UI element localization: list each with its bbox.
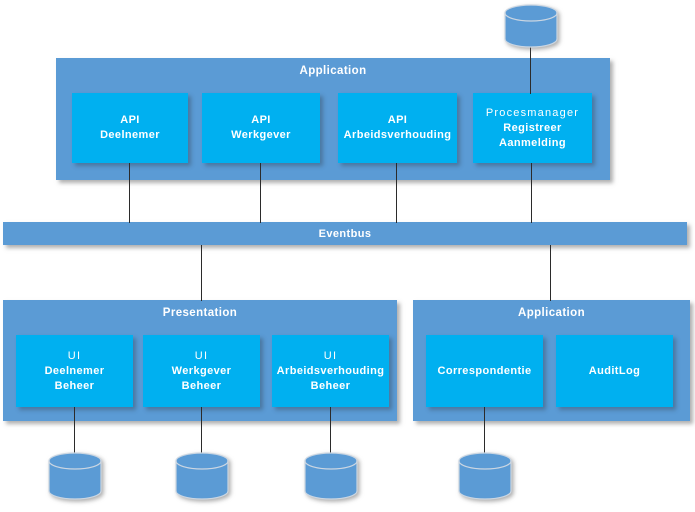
application-container-bottom: Application Correspondentie AuditLog (413, 300, 690, 421)
node-ui-deelnemer-beheer: UI Deelnemer Beheer (16, 335, 133, 407)
node-api-werkgever: API Werkgever (202, 93, 320, 163)
presentation-container: Presentation UI Deelnemer Beheer UI Werk… (3, 300, 397, 421)
database-cylinder-icon (304, 452, 358, 500)
database-cylinder-icon (458, 452, 512, 500)
node-line: Correspondentie (437, 364, 532, 377)
node-line: Beheer (310, 379, 351, 392)
node-line: Arbeidsverhouding (343, 129, 452, 141)
node-line: API (120, 114, 140, 126)
database-cylinder-werkgever (175, 452, 229, 505)
node-ui-arbeidsverhouding-beheer: UI Arbeidsverhouding Beheer (272, 335, 389, 407)
connector-line (260, 163, 261, 223)
connector-line (129, 163, 130, 223)
node-correspondentie: Correspondentie (426, 335, 543, 407)
node-line: AuditLog (588, 364, 641, 377)
connector-line (330, 407, 331, 454)
connector-line (531, 163, 532, 223)
database-cylinder-deelnemer (48, 452, 102, 505)
node-line: Werkgever (171, 364, 232, 377)
database-cylinder-icon (175, 452, 229, 500)
connector-line (396, 163, 397, 223)
node-line: Procesmanager (485, 106, 580, 119)
database-cylinder-top (504, 4, 558, 53)
node-procesmanager-registreer-aanmelding: Procesmanager Registreer Aanmelding (473, 93, 592, 163)
node-line: Deelnemer (44, 364, 105, 377)
node-line: UI (323, 349, 338, 362)
node-line: Arbeidsverhouding (276, 364, 385, 377)
node-api-arbeidsverhouding: API Arbeidsverhouding (338, 93, 457, 163)
node-line: API (251, 114, 271, 126)
node-ui-werkgever-beheer: UI Werkgever Beheer (143, 335, 260, 407)
node-line: Werkgever (231, 129, 291, 141)
database-cylinder-icon (48, 452, 102, 500)
node-line: Beheer (54, 379, 95, 392)
application-container-top: Application API Deelnemer API Werkgever … (56, 58, 610, 180)
node-line: API (387, 114, 408, 126)
connector-line (550, 245, 551, 301)
container-title: Application (299, 65, 367, 77)
connector-line (201, 245, 202, 301)
eventbus-label: Eventbus (318, 227, 372, 240)
node-line: Deelnemer (100, 129, 160, 141)
node-line: UI (67, 349, 82, 362)
connector-line (484, 407, 485, 454)
connector-line (201, 407, 202, 454)
database-cylinder-icon (504, 4, 558, 48)
node-auditlog: AuditLog (556, 335, 673, 407)
container-title: Presentation (162, 307, 238, 319)
connector-line (530, 46, 531, 94)
node-line: UI (194, 349, 209, 362)
connector-line (74, 407, 75, 454)
eventbus-bar: Eventbus (3, 222, 687, 245)
node-line: Aanmelding (499, 136, 566, 149)
node-line: Beheer (181, 379, 222, 392)
database-cylinder-correspondentie (458, 452, 512, 505)
database-cylinder-arbeidsverhouding (304, 452, 358, 505)
container-title: Application (517, 307, 585, 319)
node-api-deelnemer: API Deelnemer (72, 93, 188, 163)
node-line: Registreer (503, 121, 562, 134)
